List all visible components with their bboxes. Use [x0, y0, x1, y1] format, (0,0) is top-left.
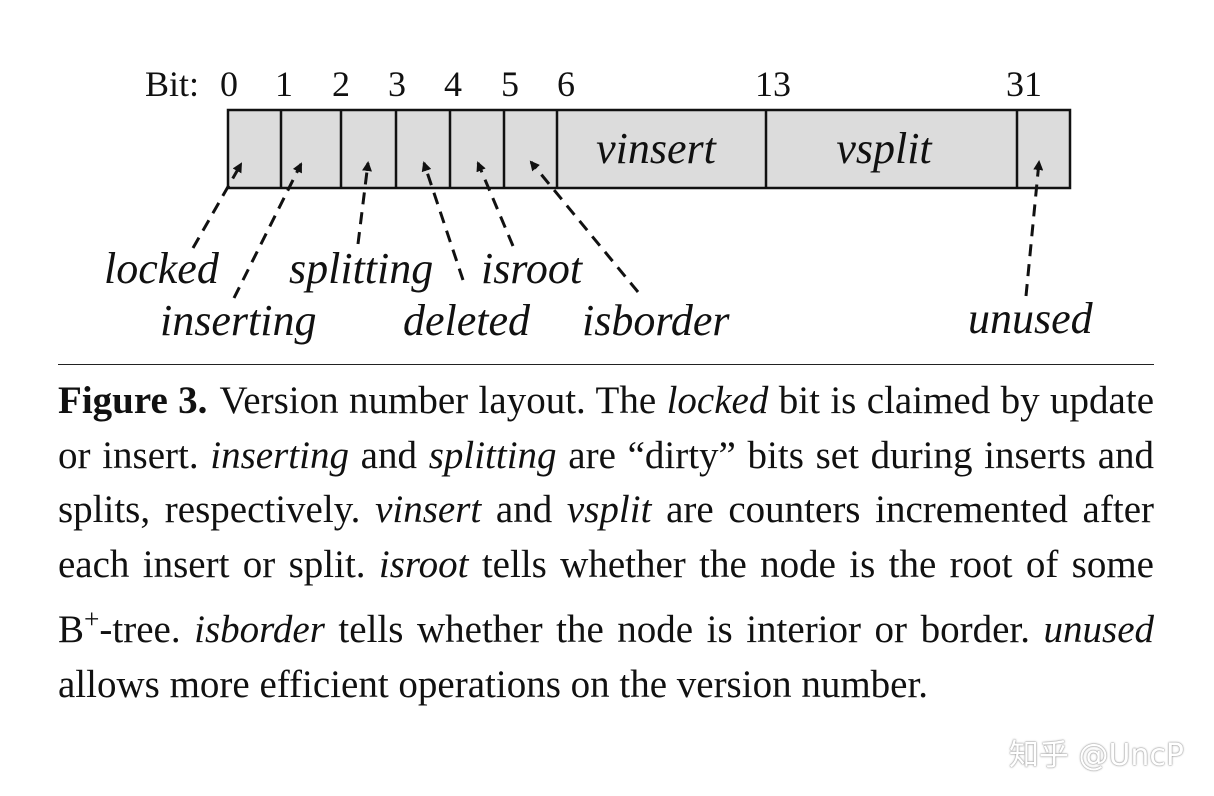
bit-number-5: 5: [501, 64, 519, 104]
caption-segment: isroot: [378, 542, 469, 586]
caption-segment: isborder: [194, 608, 325, 652]
arrow-deleted: [421, 161, 465, 281]
figure-label: Figure 3.: [58, 379, 208, 422]
label-isborder: isborder: [582, 296, 730, 345]
watermark: 知乎 @UncP: [1008, 738, 1184, 773]
caption-segment: and: [481, 488, 567, 532]
arrow-splitting: [356, 161, 372, 245]
caption-segment: Version number layout. The: [219, 379, 667, 422]
bit-number-4: 4: [444, 64, 462, 104]
bit-number-13: 13: [755, 64, 791, 104]
caption-segment: tells whether the node is interior or bo…: [324, 608, 1044, 652]
caption-text: Version number layout. The locked bit is…: [58, 379, 1154, 706]
caption-segment: are counters incremented after each inse…: [58, 488, 1154, 586]
caption-segment: vsplit: [566, 488, 652, 532]
label-splitting: splitting: [289, 244, 433, 293]
caption-segment: and: [348, 433, 429, 477]
bit-number-31: 31: [1006, 64, 1042, 104]
field-vsplit: vsplit: [836, 124, 933, 173]
version-register: vinsert vsplit: [226, 108, 1072, 190]
caption-segment: +: [84, 604, 100, 635]
caption-segment: -tree.: [99, 608, 195, 652]
caption-segment: splitting: [428, 433, 557, 477]
caption-divider: [58, 364, 1154, 365]
caption-segment: tells whether the node is the root of so…: [58, 542, 1154, 652]
label-isroot: isroot: [481, 244, 584, 293]
figure-caption: Figure 3.Version number layout. The lock…: [58, 374, 1154, 713]
bit-number-1: 1: [275, 64, 293, 104]
arrow-unused: [1024, 160, 1044, 297]
bit-number-3: 3: [388, 64, 406, 104]
bit-number-0: 0: [220, 64, 238, 104]
caption-segment: vinsert: [375, 488, 482, 532]
label-inserting: inserting: [160, 296, 316, 345]
arrow-inserting: [232, 162, 303, 299]
caption-segment: locked: [666, 379, 769, 422]
caption-segment: allows more efficient operations on the …: [58, 662, 929, 706]
bit-prefix: Bit:: [145, 64, 199, 104]
label-unused: unused: [968, 294, 1094, 343]
caption-segment: inserting: [210, 433, 349, 477]
bit-number-2: 2: [332, 64, 350, 104]
bit-number-6: 6: [557, 64, 575, 104]
label-deleted: deleted: [403, 296, 531, 345]
arrow-isborder: [529, 160, 640, 293]
flag-arrows: [191, 160, 1044, 299]
caption-segment: are “dirty” bits set during inserts and …: [58, 433, 1155, 532]
bit-numbers: 0 1 2 3 4 5 6 13 31: [220, 64, 1042, 104]
caption-segment: unused: [1043, 608, 1155, 652]
caption-segment: bit is claimed by update or insert.: [58, 379, 1154, 477]
version-layout-diagram: Bit: 0 1 2 3 4 5 6 13 31 vinsert vsplit: [104, 64, 1094, 345]
register-box: [226, 108, 1072, 190]
label-locked: locked: [104, 244, 220, 293]
field-vinsert: vinsert: [596, 124, 718, 173]
arrow-locked: [191, 162, 243, 249]
flag-labels: locked inserting splitting deleted isroo…: [104, 244, 1094, 345]
arrow-isroot: [476, 161, 515, 247]
